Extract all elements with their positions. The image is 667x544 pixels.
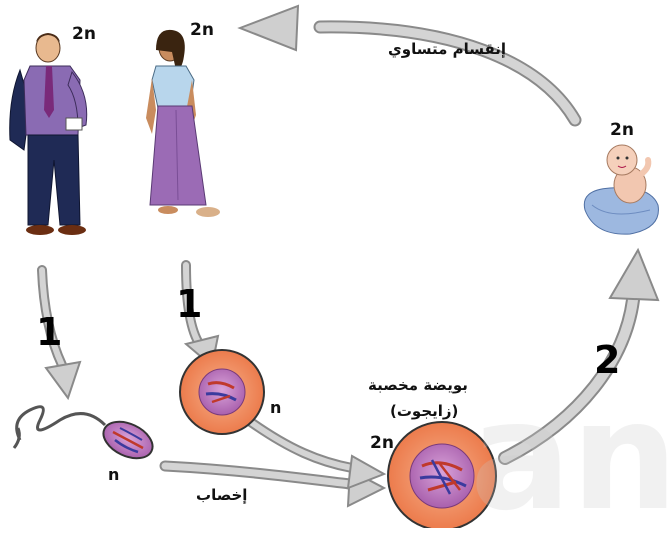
growth-arrow <box>498 247 660 465</box>
fertilized-egg-label: بويضة مخصبة <box>368 376 468 394</box>
mitosis-label: إنقسام متساوي <box>388 40 507 58</box>
woman-figure <box>146 29 220 217</box>
woman-ploidy-label: 2n <box>190 20 214 40</box>
egg-ploidy-label: n <box>270 398 282 417</box>
fertilization-label: إخصاب <box>196 486 248 504</box>
fertilization-arrow-egg <box>243 415 387 490</box>
step-1-left-label: 1 <box>36 310 63 354</box>
baby-figure <box>583 144 659 235</box>
baby-ploidy-label: 2n <box>610 120 634 140</box>
step-1-right-label: 1 <box>176 282 203 326</box>
sperm-ploidy-label: n <box>108 465 120 484</box>
meiosis-arrow-male <box>37 265 82 401</box>
zygote-ploidy-label: 2n <box>370 433 394 453</box>
sperm-cell <box>12 405 154 460</box>
man-figure <box>9 33 88 235</box>
man-ploidy-label: 2n <box>72 24 96 44</box>
zygote-label: (زايجوت) <box>390 402 459 420</box>
egg-cell <box>179 349 265 435</box>
zygote-cell <box>387 421 497 528</box>
watermark: ani <box>470 370 667 544</box>
life-cycle-diagram <box>9 4 660 528</box>
mitosis-arrow <box>237 4 582 127</box>
step-2-label: 2 <box>594 338 621 382</box>
